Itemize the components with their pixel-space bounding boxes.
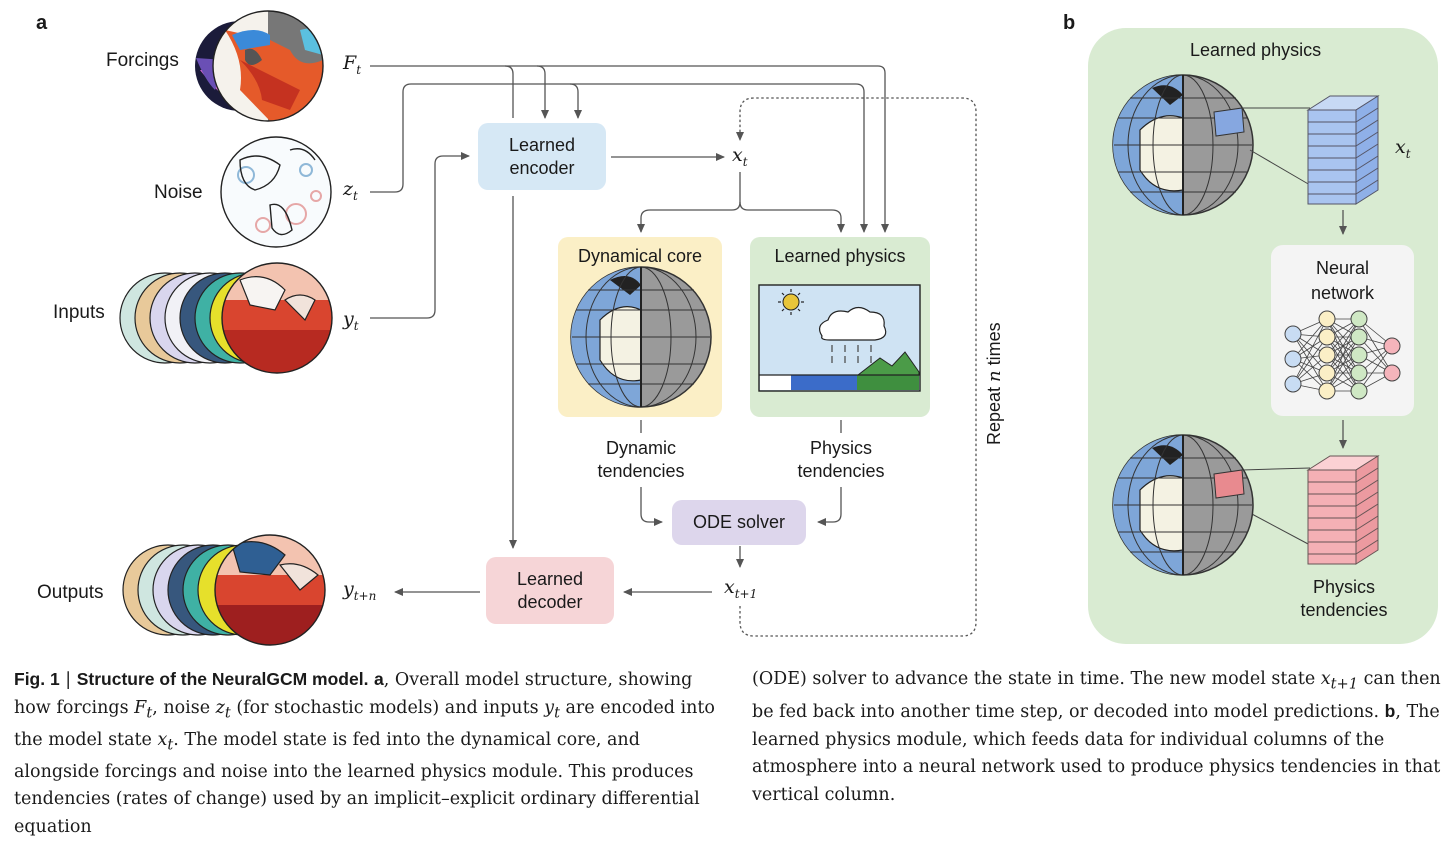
learned-decoder-label: Learned decoder [516,568,584,612]
learned-physics-label: Learned physics [774,246,906,266]
inputs-line [370,152,470,319]
forcings-line [370,65,889,233]
forcings-variable: Ft [343,52,362,77]
dynamical-core-label: Dynamical core [577,246,703,266]
repeat-label: Repeat n times [984,322,1005,445]
noise-line [370,83,868,233]
learned-decoder-box: Learned decoder [486,557,614,624]
input-column-stack-icon [1306,95,1380,205]
dynamic-tendencies-label: Dynamic tendencies [597,438,685,481]
inputs-label: Inputs [53,302,105,323]
learned-physics-box: Learned physics [750,237,930,417]
caption-right-column: (ODE) solver to advance the state in tim… [752,669,1441,805]
ode-solver-box: ODE solver [672,500,806,545]
diagram-canvas [119,10,1438,646]
outputs-variable: yt+n [343,578,377,603]
inputs-variable: yt [343,308,359,333]
next-state-variable: xt+1 [724,576,758,601]
panel-b-physics-tendencies-label: Physics tendencies [1300,577,1388,620]
neural-network-icon [1284,310,1401,400]
panel-b-title: Learned physics [1190,40,1322,60]
physics-tendencies-label: Physics tendencies [797,438,885,481]
panel-a-letter: a [36,12,48,34]
panel-b-letter: b [1063,12,1076,34]
learned-encoder-box: Learned encoder [478,123,606,190]
neural-network-label: Neural network [1310,258,1375,303]
forcings-globe-icon [195,10,324,122]
noise-label: Noise [154,182,203,203]
noise-variable: zt [343,178,358,203]
forcings-label: Forcings [106,50,179,71]
panel-b-state-variable: xt [1395,136,1411,161]
learned-encoder-label: Learned encoder [508,134,576,178]
inputs-globe-stack-icon [119,262,333,374]
state-variable: xt [732,144,748,169]
output-column-stack-icon [1306,455,1380,565]
noise-globe-icon [220,136,332,248]
ode-solver-label: ODE solver [692,512,786,532]
outputs-label: Outputs [37,582,104,603]
panel-b-top-globe-icon [1112,74,1254,216]
repeat-loop [736,97,977,637]
panel-b-bottom-globe-icon [1112,434,1254,576]
caption-left-column: Fig. 1 | Structure of the NeuralGCM mode… [14,669,715,837]
dynamical-core-box: Dynamical core [558,237,722,417]
outputs-globe-stack-icon [122,534,326,646]
